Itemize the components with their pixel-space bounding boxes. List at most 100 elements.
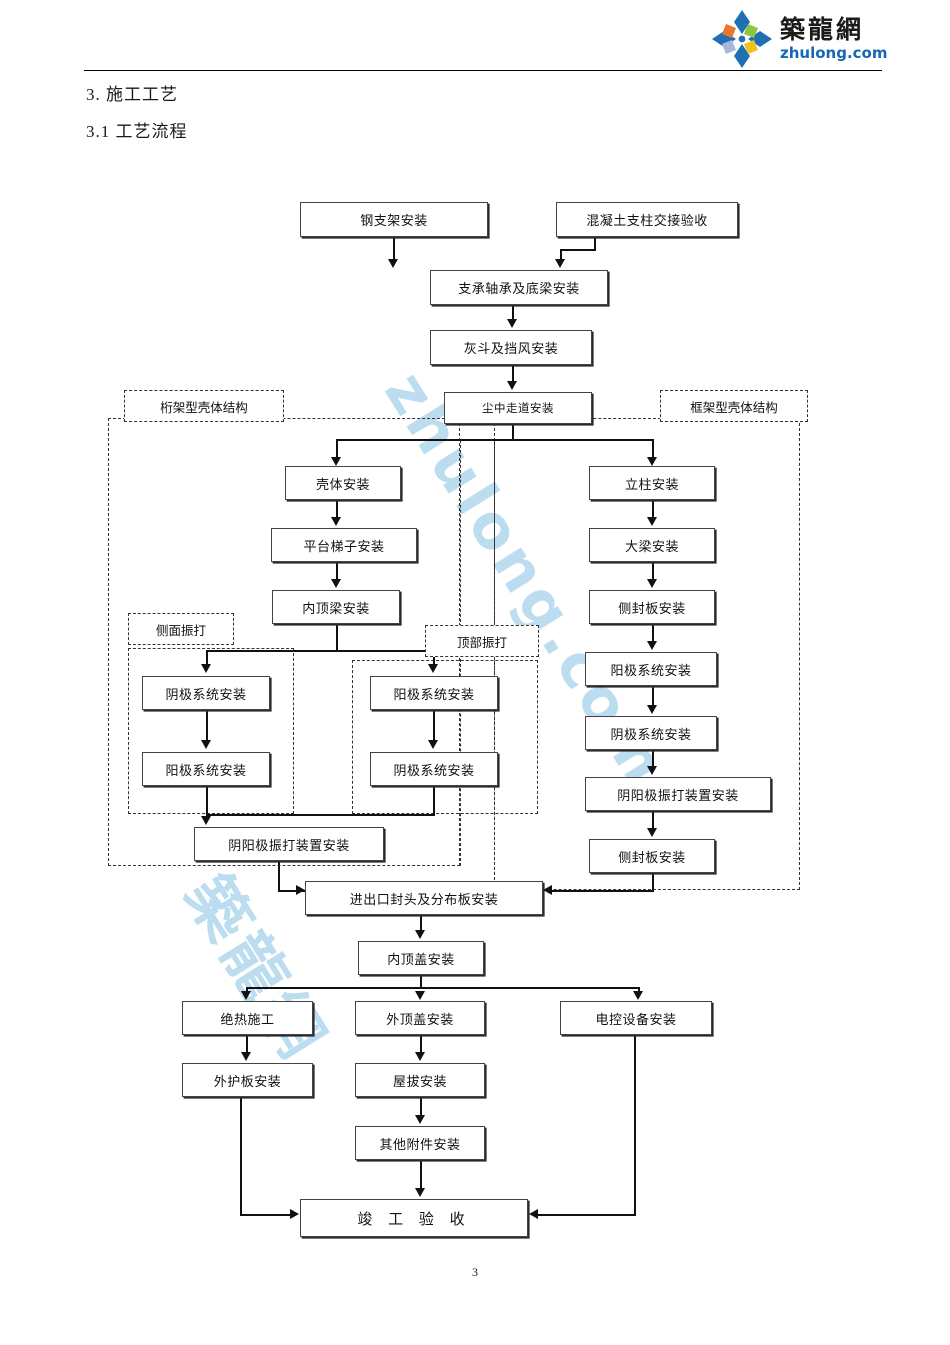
arrowhead-n5-n6 [331, 457, 341, 466]
edge-n18-n19 [652, 750, 654, 769]
edge-n12-merge-v [433, 786, 435, 816]
node-main-beam-install[interactable]: 大梁安装 [589, 528, 715, 562]
region-divider-right [494, 440, 495, 890]
node-other-accessories-install[interactable]: 其他附件安装 [355, 1126, 485, 1160]
node-shell-install[interactable]: 壳体安装 [285, 466, 401, 500]
node-hopper-windshield-install[interactable]: 灰斗及挡风安装 [430, 330, 592, 365]
node-outer-guard-plate-install[interactable]: 外护板安装 [182, 1063, 313, 1097]
edge-n17-n18 [652, 686, 654, 708]
node-inner-top-beam-install[interactable]: 内顶梁安装 [272, 590, 400, 624]
node-anode-system-install-frame[interactable]: 阳极系统安装 [585, 652, 717, 686]
edge-n12-merge-h [206, 814, 435, 816]
arrowhead-n10-n13 [201, 816, 211, 825]
node-electrode-rapping-device-install-right[interactable]: 阴阳极振打装置安装 [585, 777, 771, 811]
node-completion-acceptance[interactable]: 竣 工 验 收 [300, 1199, 528, 1237]
edge-n3-n4 [512, 305, 514, 321]
node-roof-install[interactable]: 屋拔安装 [355, 1063, 485, 1097]
edge-n27-n28 [420, 1097, 422, 1117]
node-outer-top-cover-install[interactable]: 外顶盖安装 [355, 1001, 485, 1035]
region-label-side-rapping: 侧面振打 [128, 613, 234, 645]
edge-n8-side-v [206, 650, 208, 666]
zhulong-logo: 築龍網 zhulong.com [712, 8, 942, 70]
edge-n25-n29-v [634, 1035, 636, 1215]
arrowhead-n16-n17 [647, 641, 657, 650]
edge-n2-n3-h [560, 249, 596, 251]
arrowhead-n8-n9 [201, 664, 211, 673]
node-dust-walkway-install[interactable]: 尘中走道安装 [444, 392, 592, 424]
subsection-title: 3.1 工艺流程 [86, 122, 188, 141]
page-title: 3. 施工工艺 [86, 85, 178, 104]
arrowhead-n8-n11 [428, 664, 438, 673]
edge-n14-n15 [652, 500, 654, 518]
edge-n23-n26 [246, 1035, 248, 1053]
arrowhead-n20-n21 [543, 885, 552, 895]
edge-n22-split-v [420, 975, 422, 989]
region-label-truss: 桁架型壳体结构 [124, 390, 284, 422]
arrowhead-n28-n29 [415, 1188, 425, 1197]
node-side-sealing-plate-install-lower[interactable]: 侧封板安装 [589, 839, 715, 873]
edge-n2-n3-v2 [560, 249, 562, 261]
edge-n25-n29-h [538, 1214, 636, 1216]
node-electrical-control-equipment-install[interactable]: 电控设备安装 [560, 1001, 712, 1035]
zhulong-diamond-logo [712, 10, 772, 68]
node-electrode-rapping-device-install-left[interactable]: 阴阳极振打装置安装 [194, 827, 384, 861]
arrowhead-n13-n21 [296, 885, 305, 895]
edge-n2-n3-v1 [594, 237, 596, 250]
arrowhead-n14-n15 [647, 517, 657, 526]
arrowhead-n22-n23 [241, 991, 251, 1000]
edge-n5-split-bar [336, 439, 654, 441]
arrowhead-n1-n3 [388, 259, 398, 268]
edge-n6-n7 [336, 500, 338, 518]
logo-domain: zhulong.com [780, 44, 888, 62]
arrowhead-n9-n10 [201, 740, 211, 749]
arrowhead-n6-n7 [331, 517, 341, 526]
edge-n10-n13 [206, 786, 208, 819]
arrowhead-n11-n12 [428, 740, 438, 749]
arrowhead-n7-n8 [331, 579, 341, 588]
node-inner-top-cover-install[interactable]: 内顶盖安装 [358, 941, 484, 975]
edge-n19-n20 [652, 811, 654, 830]
node-side-sealing-plate-install-upper[interactable]: 侧封板安装 [589, 590, 715, 624]
logo-chinese-name: 築龍網 [780, 15, 865, 44]
edge-n15-n16 [652, 562, 654, 580]
arrowhead-n3-n4 [507, 319, 517, 328]
arrowhead-n22-n25 [633, 991, 643, 1000]
edge-n24-n27 [420, 1035, 422, 1053]
node-platform-ladder-install[interactable]: 平台梯子安装 [271, 528, 417, 562]
logo-svg [712, 10, 772, 68]
node-anode-system-install-side[interactable]: 阳极系统安装 [142, 752, 270, 786]
edge-n26-n29-v [240, 1097, 242, 1215]
edge-n22-right-v [638, 987, 640, 993]
edge-n22-split-bar [246, 987, 638, 989]
page-number: 3 [472, 1265, 478, 1279]
node-concrete-column-acceptance[interactable]: 混凝土支柱交接验收 [556, 202, 738, 237]
edge-n13-n21-h [278, 890, 308, 892]
edge-n20-n21-v [652, 873, 654, 891]
region-label-frame: 框架型壳体结构 [660, 390, 808, 422]
edge-split-right-v [652, 439, 654, 459]
edge-n11-n12 [433, 710, 435, 742]
arrowhead-n19-n20 [647, 828, 657, 837]
node-column-install[interactable]: 立柱安装 [589, 466, 715, 500]
node-inlet-outlet-head-distribution-plate-install[interactable]: 进出口封头及分布板安装 [305, 881, 543, 915]
arrowhead-n24-n27 [415, 1052, 425, 1061]
region-top-rapping [352, 660, 538, 814]
arrowhead-n23-n26 [241, 1052, 251, 1061]
node-steel-bracket-install[interactable]: 钢支架安装 [300, 202, 488, 237]
node-bearing-bottom-beam-install[interactable]: 支承轴承及底梁安装 [430, 270, 608, 305]
node-cathode-system-install-top[interactable]: 阴极系统安装 [370, 752, 498, 786]
header-divider [84, 70, 882, 71]
node-anode-system-install-top[interactable]: 阳极系统安装 [370, 676, 498, 710]
arrowhead-n5-n14 [647, 457, 657, 466]
arrowhead-n21-n22 [415, 930, 425, 939]
edge-n22-left-v [246, 987, 248, 993]
node-cathode-system-install-side[interactable]: 阴极系统安装 [142, 676, 270, 710]
edge-n4-n5 [512, 365, 514, 383]
node-cathode-system-install-frame[interactable]: 阴极系统安装 [585, 716, 717, 750]
node-thermal-insulation-construction[interactable]: 绝热施工 [182, 1001, 313, 1035]
arrowhead-n17-n18 [647, 705, 657, 714]
arrowhead-n22-n24 [415, 991, 425, 1000]
logo-wordmark: 築龍網 zhulong.com [780, 17, 887, 61]
